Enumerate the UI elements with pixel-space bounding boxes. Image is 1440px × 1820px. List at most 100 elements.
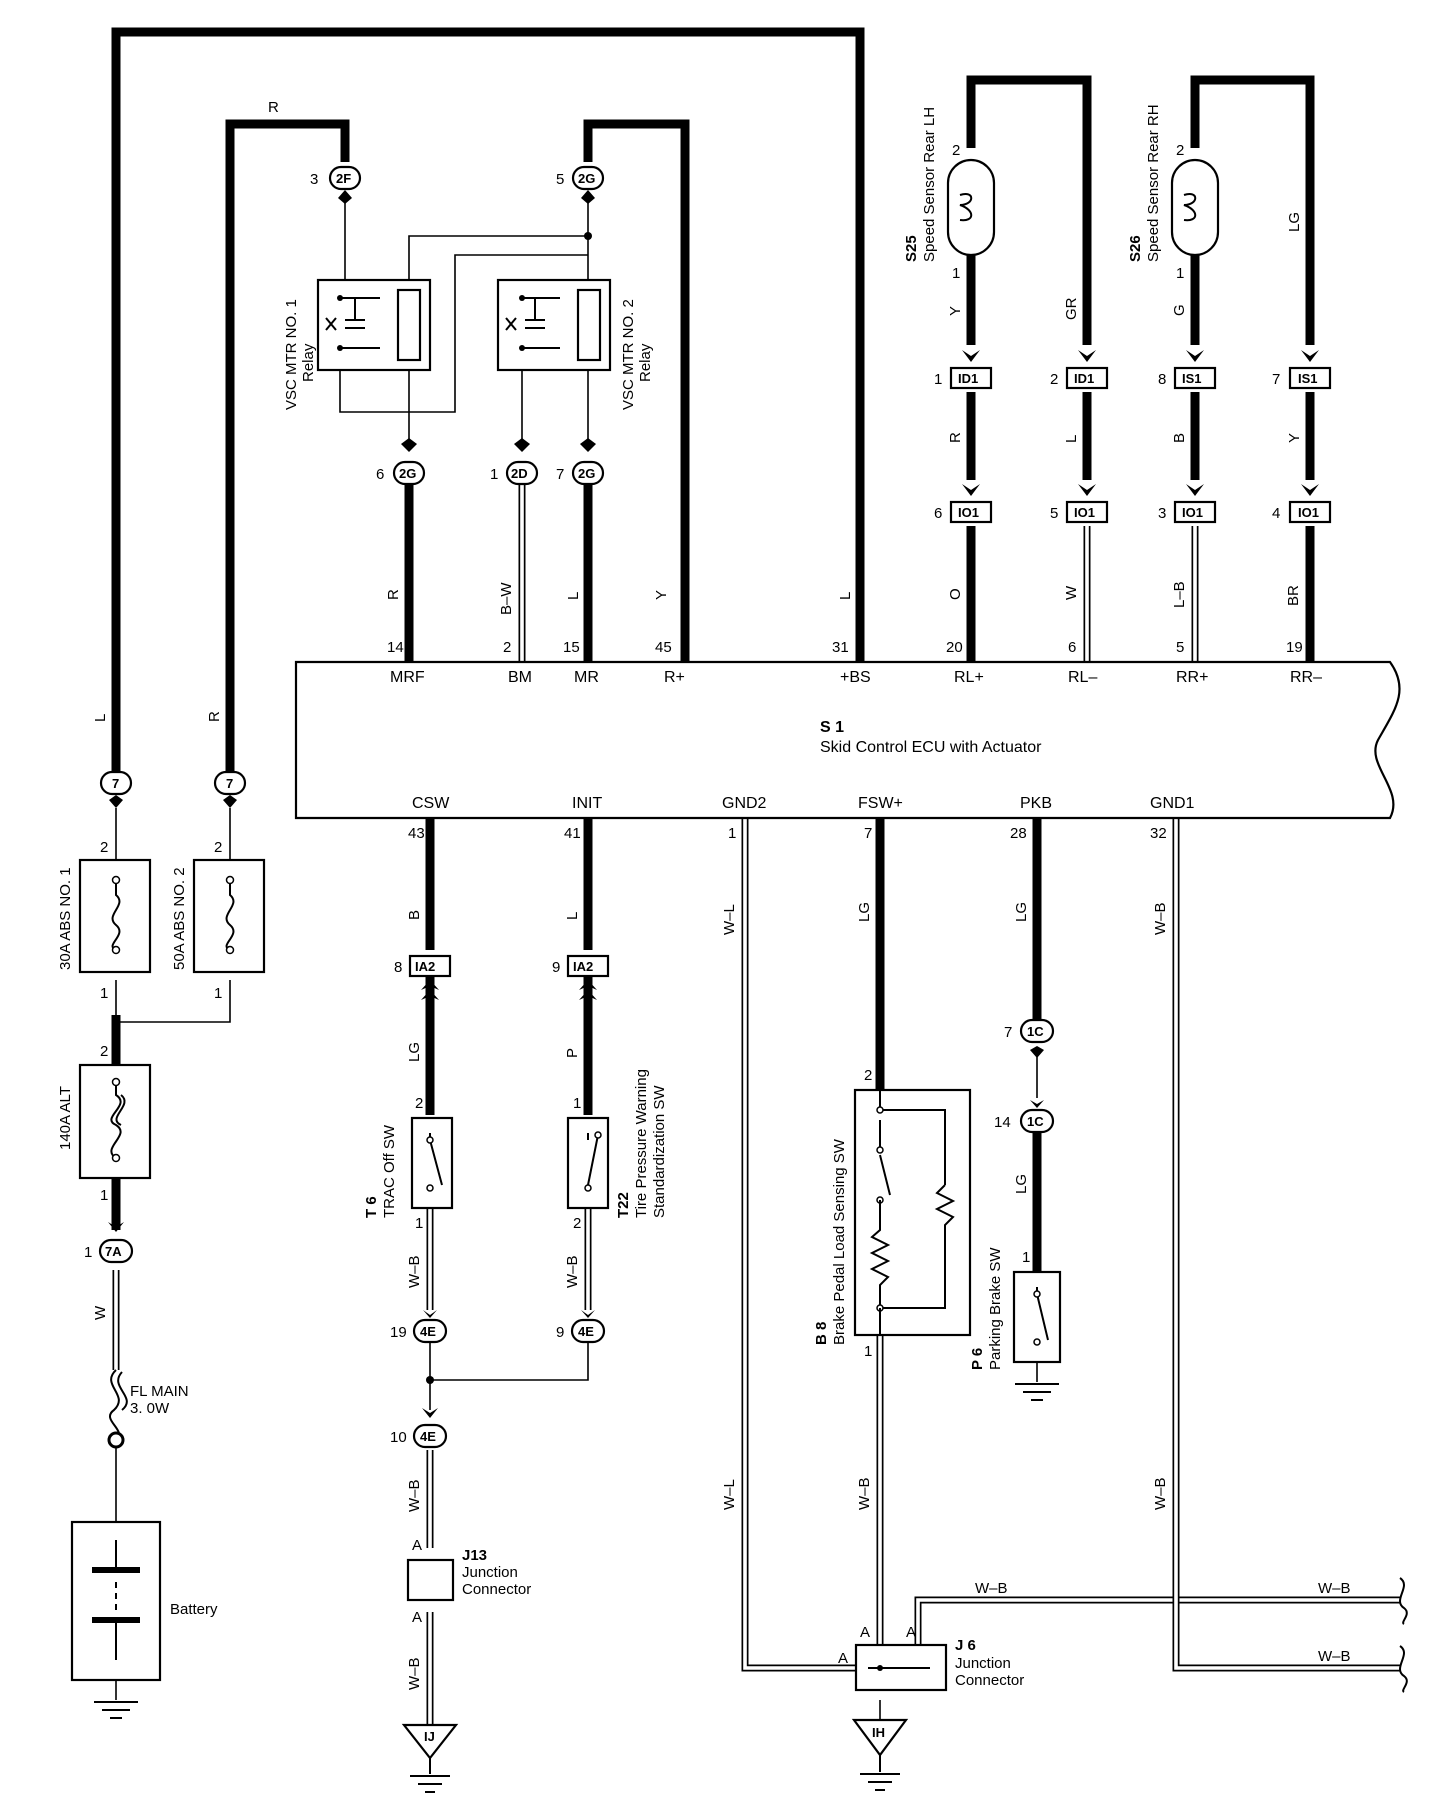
pin-init: 41	[564, 825, 581, 842]
term-csw: CSW	[412, 795, 450, 812]
wire-break-marks	[1399, 1577, 1408, 1693]
relay-feed-wire: R	[268, 99, 279, 116]
wire-label-gnd1: W–B	[1152, 902, 1169, 935]
fl-main-line2: 3. 0W	[130, 1400, 170, 1417]
ground-ih-label: IH	[872, 1725, 885, 1740]
fuse-alt-name: 140A ALT	[57, 1086, 74, 1150]
j13-name: Junction	[462, 1564, 518, 1581]
s26-c3-id: IO1	[1182, 505, 1203, 520]
term-pkb: PKB	[1020, 795, 1052, 812]
conn-ia2-init-id: IA2	[573, 959, 593, 974]
conn-relay1-out: 2G 6	[376, 438, 426, 486]
relay-1	[316, 278, 432, 372]
s26-c3-pin: 3	[1158, 505, 1166, 522]
wire-label-init: L	[564, 912, 581, 920]
sensor-s25: 2 1 S25 Speed Sensor Rear LH Y GR R L	[903, 107, 1080, 443]
wire-gnd1	[1172, 818, 1400, 1672]
pin-fsw: 7	[864, 825, 872, 842]
tpw-id: T22	[615, 1192, 632, 1218]
conn-7a: 7A 1	[84, 1222, 134, 1264]
ecu-top-terminals: 14 MRF 2 BM 15 MR 45 R+ 31 +BS 20 RL+ 6 …	[387, 639, 1322, 686]
wire-bs-feed	[111, 27, 865, 760]
term-bs: +BS	[840, 669, 871, 686]
s26-wire-a2: B	[1171, 433, 1188, 443]
conn-1c-a: 1C 7	[1004, 1018, 1055, 1058]
wire-r-feed	[225, 119, 350, 760]
term-init: INIT	[572, 795, 602, 812]
conn-1c-b: 1C 14	[994, 1100, 1055, 1134]
parking-name: Parking Brake SW	[987, 1247, 1004, 1370]
wire-fuse-join	[115, 980, 231, 1023]
fuse-alt-bot: 1	[100, 1187, 108, 1204]
tpw-pin-top: 1	[573, 1095, 581, 1112]
term-mrf: MRF	[390, 669, 425, 686]
conn-4e-ground-id: 4E	[420, 1429, 436, 1444]
conn-7-left-id: 7	[112, 776, 119, 791]
s25-name: Speed Sensor Rear LH	[921, 107, 938, 262]
trac-off-name: TRAC Off SW	[381, 1124, 398, 1218]
j6-id: J 6	[955, 1637, 976, 1654]
conn-7-right: 7	[213, 770, 247, 808]
j6-name2: Connector	[955, 1672, 1024, 1689]
wire-label-gnd2: W–L	[721, 904, 738, 935]
conn-ia2-csw-id: IA2	[415, 959, 435, 974]
conn-relay-bm: 2D 1	[490, 438, 539, 486]
fuse-abs2-bot: 1	[214, 985, 222, 1002]
ground-ij-label: IJ	[424, 1729, 435, 1744]
trac-off-pin-top: 2	[415, 1095, 423, 1112]
conn-4e-csw-id: 4E	[420, 1324, 436, 1339]
brake-name: Brake Pedal Load Sensing SW	[831, 1138, 848, 1345]
s25-c4-id: IO1	[1074, 505, 1095, 520]
term-rrminus: RR–	[1290, 669, 1322, 686]
ij-wire-wb2: W–B	[406, 1657, 423, 1690]
conn-relay2-in-id: 2G	[578, 171, 595, 186]
tpw-name: Tire Pressure Warning	[633, 1069, 650, 1218]
term-mr: MR	[574, 669, 599, 686]
wire-gnd2	[741, 818, 856, 1672]
parking-ground-icon	[1015, 1383, 1059, 1401]
ground-ih-icon: IH	[851, 1718, 909, 1791]
bottom-wire-labels: B L W–L LG LG W–B W–L W–B W–B	[406, 902, 1169, 1510]
wire-label-gnd2-lower: W–L	[721, 1479, 738, 1510]
s25-c1-pin: 1	[934, 371, 942, 388]
conn-relay-bm-pin: 1	[490, 466, 498, 483]
wire-label-rrminus: BR	[1285, 585, 1302, 606]
s26-c1-id: IS1	[1182, 371, 1202, 386]
relay2-sub: Relay	[637, 343, 654, 382]
s26-pin2: 2	[1176, 142, 1184, 159]
j13-pin-a-top: A	[412, 1537, 422, 1554]
relay1-sub: Relay	[300, 343, 317, 382]
j6-name: Junction	[955, 1655, 1011, 1672]
s26-c1-pin: 8	[1158, 371, 1166, 388]
wire-label-fsw: LG	[856, 902, 873, 922]
conn-4e-init: 4E 9	[556, 1310, 606, 1344]
conn-ia2-csw: IA2 8	[394, 954, 452, 1000]
fuse-abs2: 50A ABS NO. 2 2 1	[171, 839, 266, 1002]
battery-ground-icon	[94, 1701, 138, 1719]
fuse-abs1-name: 30A ABS NO. 1	[57, 867, 74, 970]
pin-rrplus: 5	[1176, 639, 1184, 656]
s26-c4-id: IO1	[1298, 505, 1319, 520]
s25-c3-id: IO1	[958, 505, 979, 520]
conn-1c-a-id: 1C	[1027, 1024, 1044, 1039]
csw-wire-wb: W–B	[406, 1255, 423, 1288]
term-rrplus: RR+	[1176, 669, 1208, 686]
fuse-abs1: 30A ABS NO. 1 2 1	[57, 839, 152, 1002]
conn-relay1-in: 2F 3	[310, 165, 362, 204]
term-fsw: FSW+	[858, 795, 903, 812]
term-rplus: R+	[664, 669, 685, 686]
pkb-wire-lg: LG	[1013, 1174, 1030, 1194]
conn-7a-id: 7A	[105, 1244, 122, 1259]
wire-label-csw: B	[406, 910, 423, 920]
s26-wire-b: LG	[1286, 212, 1303, 232]
conn-relay1-out-pin: 6	[376, 466, 384, 483]
j13-name2: Connector	[462, 1581, 531, 1598]
brake-switch: 2 1 B 8 Brake Pedal Load Sensing SW	[813, 1067, 972, 1360]
s25-wire-b: GR	[1063, 297, 1080, 320]
wire-relay2-in	[583, 119, 690, 662]
j13-pin-a-bot: A	[412, 1609, 422, 1626]
tpw-switch: 1 2 T22 Tire Pressure Warning Standardiz…	[566, 1069, 668, 1232]
term-gnd2: GND2	[722, 795, 767, 812]
right-wire-upper: W–B	[975, 1580, 1008, 1597]
conn-relay2-in: 2G 5	[556, 165, 605, 204]
